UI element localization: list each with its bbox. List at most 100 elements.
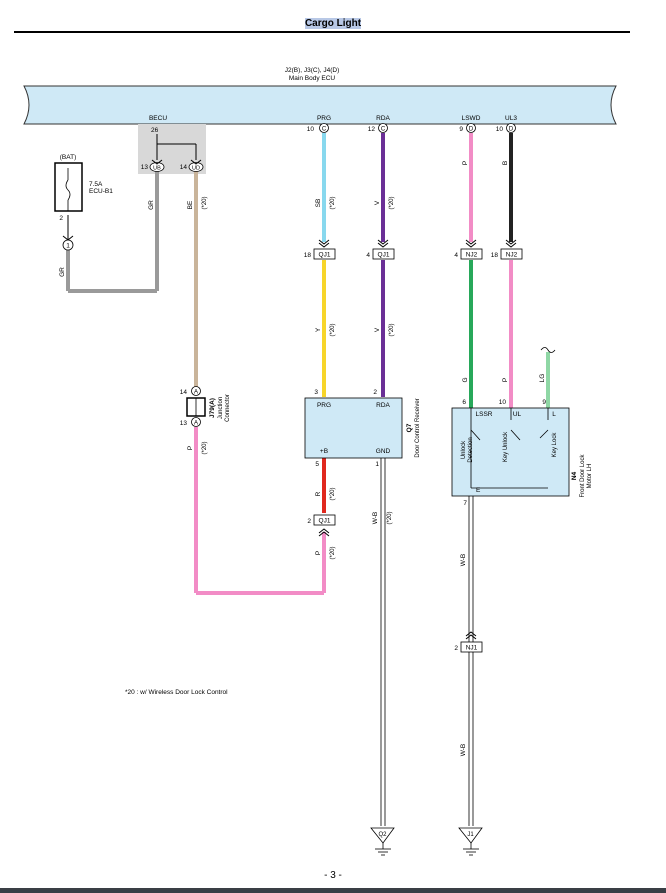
svg-text:Detection: Detection [468, 437, 474, 462]
terminal-prg-name: PRG [317, 115, 331, 122]
svg-text:Door Control Receiver: Door Control Receiver [415, 398, 421, 457]
terminal-lswd-pin: 9 [459, 126, 463, 133]
connector-qj1-a: QJ1 18 [304, 239, 336, 260]
connector-nj2-a: NJ2 4 [454, 239, 483, 260]
terminal-rda-name: RDA [376, 115, 390, 122]
wire-label-r: R [315, 491, 322, 496]
terminal-ul3-conn: D [509, 127, 514, 133]
terminal-ul3-pin: 10 [496, 126, 504, 133]
svg-text:7: 7 [463, 500, 467, 507]
svg-text:Q2: Q2 [378, 832, 387, 838]
junction-connector: 14 A 13 A J79(A) Junction Connector [180, 386, 231, 427]
svg-text:QJ1: QJ1 [319, 518, 331, 525]
wire-note-be: (*20) [202, 196, 208, 209]
wire-label-wb1: W-B [372, 512, 379, 525]
wire-note-p3: (*20) [330, 546, 336, 559]
wire-label-b1: B [502, 161, 509, 165]
svg-text:Key Unlock: Key Unlock [503, 431, 509, 462]
page-title: Cargo Light [304, 18, 362, 29]
svg-text:NJ1: NJ1 [466, 645, 478, 652]
terminal-becu-pin: 26 [151, 127, 159, 134]
svg-text:3: 3 [314, 389, 318, 396]
connector-qj1-c: QJ1 2 [307, 514, 336, 537]
svg-text:QJ1: QJ1 [378, 252, 390, 259]
wire-label-wb3: W-B [460, 744, 467, 757]
bottom-bar [0, 888, 666, 893]
wire-label-p2: P [502, 378, 509, 382]
fuse-splice: 1 [66, 243, 70, 250]
wire-note-y: (*20) [330, 323, 336, 336]
footnote: *20 : w/ Wireless Door Lock Control [125, 689, 228, 696]
wire-note-r: (*20) [330, 487, 336, 500]
subpin-right-conn: UD [192, 166, 200, 172]
wire-label-p3: P [315, 551, 322, 555]
wire-label-g: G [462, 377, 469, 382]
svg-text:18: 18 [304, 252, 312, 259]
wire-label-lg: LG [539, 374, 546, 383]
fuse-pin: 2 [59, 215, 63, 222]
svg-text:Key Lock: Key Lock [552, 432, 558, 458]
wire-note-v2: (*20) [389, 323, 395, 336]
fuse-box [54, 162, 83, 212]
wire-label-be: BE [187, 200, 194, 209]
svg-text:18: 18 [491, 252, 499, 259]
svg-text:Motor LH: Motor LH [587, 464, 593, 489]
wire-note-sb: (*20) [330, 196, 336, 209]
terminal-becu-name: BECU [149, 115, 167, 122]
fuse-name: ECU-B1 [89, 188, 113, 195]
wire-note-v1: (*20) [389, 196, 395, 209]
connector-nj2-b: NJ2 18 [491, 239, 523, 260]
svg-text:+B: +B [320, 448, 328, 455]
wire-label-wb2: W-B [460, 554, 467, 567]
terminal-rda-conn: C [381, 127, 386, 133]
connector-nj1: NJ1 2 [454, 631, 483, 653]
wire-label-gr1: GR [148, 200, 155, 210]
svg-text:NJ2: NJ2 [466, 252, 478, 259]
svg-text:2: 2 [373, 389, 377, 396]
terminal-ul3-name: UL3 [505, 115, 517, 122]
fuse-bat-label: (BAT) [60, 154, 77, 161]
svg-text:2: 2 [454, 645, 458, 652]
wire-label-gr2: GR [59, 267, 66, 277]
title-rule [14, 31, 630, 33]
ground-j1: J1 [458, 827, 483, 856]
svg-text:N4: N4 [571, 471, 578, 480]
ecu-name-label: Main Body ECU [289, 75, 336, 82]
svg-text:A: A [194, 390, 198, 396]
subpin-left-pin: 13 [141, 164, 149, 171]
wire-wb-left [380, 458, 386, 826]
svg-text:14: 14 [180, 389, 188, 396]
wire-label-p4: P [187, 446, 194, 450]
terminal-lswd-conn: D [469, 127, 474, 133]
svg-text:4: 4 [454, 252, 458, 259]
svg-text:RDA: RDA [376, 402, 390, 409]
svg-text:PRG: PRG [317, 402, 331, 409]
ecu-connectors-label: J2(B), J3(C), J4(D) [285, 67, 340, 74]
svg-text:Connector: Connector [225, 394, 231, 422]
svg-text:1: 1 [375, 461, 379, 468]
terminal-prg-conn: C [322, 127, 327, 133]
connector-qj1-b: QJ1 4 [366, 239, 395, 260]
svg-text:Q7: Q7 [406, 423, 413, 432]
svg-text:13: 13 [180, 420, 188, 427]
svg-text:J79(A): J79(A) [209, 398, 216, 418]
wire-p-junction [194, 427, 326, 595]
svg-text:GND: GND [376, 448, 391, 455]
svg-text:A: A [194, 421, 198, 427]
svg-text:9: 9 [542, 399, 546, 406]
svg-text:Junction: Junction [218, 397, 224, 419]
svg-text:5: 5 [315, 461, 319, 468]
wire-wb-right [468, 496, 474, 826]
wire-label-p1: P [462, 161, 469, 165]
ground-q2: Q2 [370, 827, 395, 856]
svg-text:QJ1: QJ1 [319, 252, 331, 259]
door-lock-motor: 6 10 9 LSSR UL L Unlock Detection Key Un… [451, 399, 593, 507]
svg-text:NJ2: NJ2 [506, 252, 518, 259]
wire-note-wb1: (*20) [387, 511, 393, 524]
page-number: - 3 - [324, 870, 342, 881]
svg-text:L: L [552, 411, 556, 418]
svg-text:E: E [476, 487, 481, 494]
svg-text:J1: J1 [467, 832, 474, 838]
fuse-rating: 7.5A [89, 181, 103, 188]
